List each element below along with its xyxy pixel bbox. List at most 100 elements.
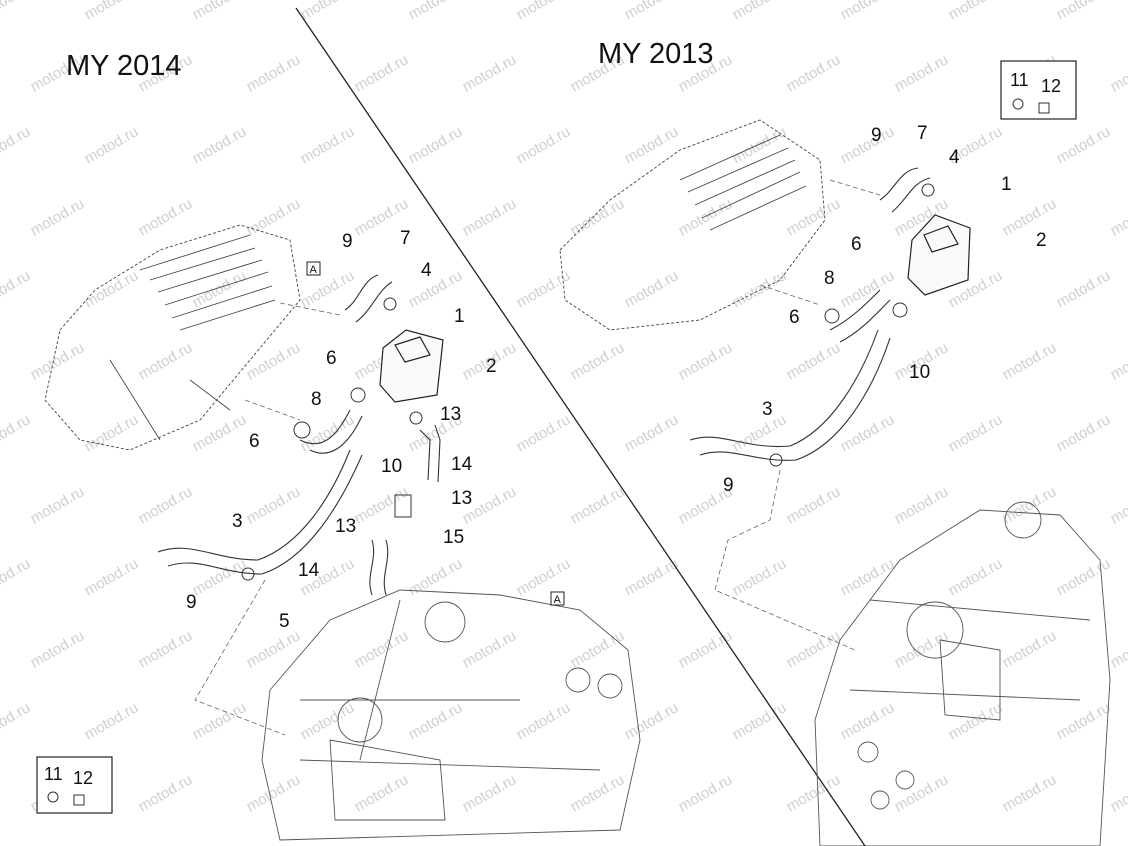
callout-left-6b: 6 xyxy=(249,431,260,452)
watermark-text: motod.ru xyxy=(784,627,844,671)
watermark-text: motod.ru xyxy=(190,411,250,455)
watermark-text: motod.ru xyxy=(892,483,952,527)
watermark-text: motod.ru xyxy=(838,699,898,743)
watermark-text: motod.ru xyxy=(460,627,520,671)
watermark-text: motod.ru xyxy=(0,123,33,167)
inset-right-12: 12 xyxy=(1041,76,1061,96)
watermark-text: motod.ru xyxy=(244,51,304,95)
heading-my2014: MY 2014 xyxy=(66,50,182,82)
watermark-text: motod.ru xyxy=(784,771,844,815)
watermark-text: motod.ru xyxy=(568,339,628,383)
watermark-text: motod.ru xyxy=(730,0,790,23)
watermark-text: motod.ru xyxy=(460,195,520,239)
callout-left-1: 1 xyxy=(454,306,465,327)
watermark-text: motod.ru xyxy=(406,699,466,743)
callout-left-9a: 9 xyxy=(342,231,353,252)
watermark-text: motod.ru xyxy=(730,267,790,311)
watermark-text: motod.ru xyxy=(1054,411,1114,455)
callout-left-3: 3 xyxy=(232,511,243,532)
watermark-text: motod.ru xyxy=(1108,627,1128,671)
callout-right-6a: 6 xyxy=(851,234,862,255)
watermark-text: motod.ru xyxy=(838,555,898,599)
watermark-text: motod.ru xyxy=(1000,627,1060,671)
svg-text:A: A xyxy=(554,594,562,606)
watermark-text: motod.ru xyxy=(946,555,1006,599)
callout-right-6b: 6 xyxy=(789,307,800,328)
watermark-text: motod.ru xyxy=(28,627,88,671)
watermark-text: motod.ru xyxy=(568,771,628,815)
watermark-text: motod.ru xyxy=(298,411,358,455)
watermark-text: motod.ru xyxy=(0,267,33,311)
watermark-text: motod.ru xyxy=(622,267,682,311)
watermark-text: motod.ru xyxy=(82,123,142,167)
inset-left-11: 11 xyxy=(44,764,63,784)
watermark-text: motod.ru xyxy=(82,267,142,311)
airbox-drawing-left xyxy=(44,224,301,451)
engine-drawing-right xyxy=(814,501,1111,846)
watermark-text: motod.ru xyxy=(28,483,88,527)
watermark-text: motod.ru xyxy=(1108,483,1128,527)
watermark-text: motod.ru xyxy=(28,195,88,239)
watermark-text: motod.ru xyxy=(244,627,304,671)
watermark-text: motod.ru xyxy=(730,555,790,599)
watermark-text: motod.ru xyxy=(460,771,520,815)
watermark-text: motod.ru xyxy=(1000,339,1060,383)
watermark-text: motod.ru xyxy=(838,411,898,455)
oil-separator-left xyxy=(379,329,444,403)
watermark-text: motod.ru xyxy=(514,411,574,455)
watermark-text: motod.ru xyxy=(1000,483,1060,527)
watermark-text: motod.ru xyxy=(838,123,898,167)
watermark-text: motod.ru xyxy=(838,267,898,311)
watermark-text: motod.ru xyxy=(1054,267,1114,311)
watermark-text: motod.ru xyxy=(784,51,844,95)
watermark-text: motod.ru xyxy=(190,267,250,311)
watermark-text: motod.ru xyxy=(568,627,628,671)
watermark-text: motod.ru xyxy=(514,0,574,23)
watermark-text: motod.ru xyxy=(82,0,142,23)
watermark-text: motod.ru xyxy=(946,699,1006,743)
watermark-text: motod.ru xyxy=(352,483,412,527)
watermark-text: motod.ru xyxy=(244,195,304,239)
engine-drawing-left xyxy=(261,589,641,841)
svg-text:A: A xyxy=(310,264,318,276)
callout-left-13c: 13 xyxy=(335,516,356,537)
inset-left-12: 12 xyxy=(73,768,93,788)
callout-right-9a: 9 xyxy=(871,125,882,146)
callout-left-5: 5 xyxy=(279,611,290,632)
callout-left-15: 15 xyxy=(443,527,464,548)
watermark-text: motod.ru xyxy=(1108,51,1128,95)
watermark-text: motod.ru xyxy=(784,195,844,239)
watermark-text: motod.ru xyxy=(244,339,304,383)
callout-left-9b: 9 xyxy=(186,592,197,613)
watermark-text: motod.ru xyxy=(190,0,250,23)
watermark-text: motod.ru xyxy=(622,123,682,167)
callout-right-7: 7 xyxy=(917,123,928,144)
watermark-text: motod.ru xyxy=(1054,699,1114,743)
watermark-text: motod.ru xyxy=(1000,771,1060,815)
ref-marker-left-bottom: A xyxy=(550,591,565,606)
watermark-text: motod.ru xyxy=(298,267,358,311)
fittings-right xyxy=(769,183,935,467)
watermark-text: motod.ru xyxy=(676,339,736,383)
watermark-text: motod.ru xyxy=(892,627,952,671)
watermark-text: motod.ru xyxy=(946,0,1006,23)
watermark-text: motod.ru xyxy=(622,0,682,23)
watermark-layer: motod.ru motod.ru motod.ru motod.ru motod.ru… xyxy=(0,0,1128,815)
leaders-right xyxy=(714,179,881,651)
leaders-left xyxy=(194,302,341,736)
callout-right-9b: 9 xyxy=(723,475,734,496)
watermark-text: motod.ru xyxy=(0,699,33,743)
watermark-text: motod.ru xyxy=(1108,195,1128,239)
watermark-text: motod.ru xyxy=(514,267,574,311)
callout-left-10: 10 xyxy=(381,456,402,477)
watermark-text: motod.ru xyxy=(136,627,196,671)
watermark-text: motod.ru xyxy=(406,123,466,167)
callout-left-6a: 6 xyxy=(326,348,337,369)
callout-left-2: 2 xyxy=(486,356,497,377)
callouts-left: 1 2 3 4 5 6 6 7 8 9 9 10 13 13 13 14 14 … xyxy=(186,228,497,632)
callout-left-13b: 13 xyxy=(451,488,472,509)
callout-left-8: 8 xyxy=(311,389,322,410)
watermark-text: motod.ru xyxy=(622,699,682,743)
